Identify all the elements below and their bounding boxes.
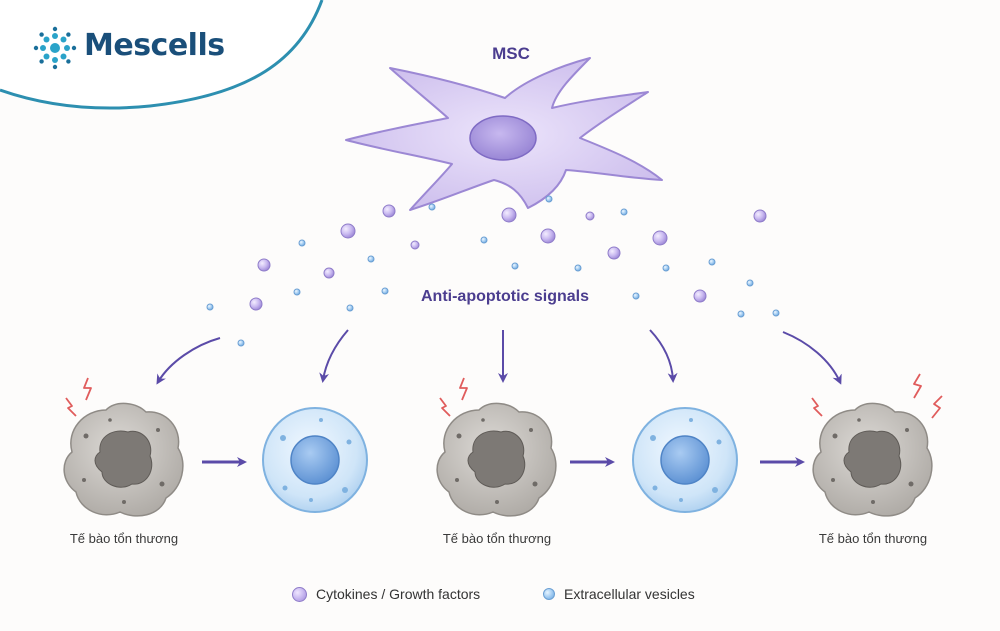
cytokine-particle [249,297,263,311]
vesicle-particle [237,339,245,347]
brand-wave-line [0,0,324,110]
vesicle-particle [746,279,754,287]
lightning-icon [913,373,922,399]
brand-name: Mescells [84,28,225,63]
vesicle-particle [772,309,780,317]
vesicle-particle [662,264,670,272]
legend-item-vesicles: Extracellular vesicles [543,584,695,604]
damage-lightning-icons [65,373,943,419]
purple-particle-icon [292,586,307,602]
vesicle-particle [511,262,519,270]
legend-label-vesicles: Extracellular vesicles [564,586,695,602]
lightning-icon [83,377,92,401]
signal-arrow-5 [782,331,842,385]
vesicle-particle [480,236,488,244]
vesicle-particle [545,195,553,203]
cytokine-particle [652,230,668,246]
cell-label-3: Tế bào tổn thương [818,531,928,546]
lightning-icon [65,397,77,417]
signal-arrow-1 [156,337,221,385]
mescells-logo-icon [33,26,77,70]
cytokine-particle [340,223,356,239]
vesicle-particle [737,310,745,318]
healthy-cell-icon [262,407,368,513]
cytokine-particle [607,246,621,260]
vesicle-particle [428,203,436,211]
msc-cell-icon [345,57,663,211]
msc-label: MSC [492,44,530,63]
cytokine-particle [501,207,517,223]
healthy-cell-icon [632,407,738,513]
brand-wave-shape [0,0,322,109]
vesicle-particle [708,258,716,266]
vesicle-particle [574,264,582,272]
vesicle-particle [346,304,354,312]
lightning-icon [439,397,451,417]
damaged-cell-icon [812,402,933,517]
blue-vesicle-icon [543,588,555,600]
lightning-icon [811,397,823,417]
lightning-icon [931,395,943,419]
cytokine-particle [693,289,707,303]
signal-arrow-4 [649,329,678,383]
signal-arrows [156,329,842,385]
signal-arrow-2 [319,329,349,383]
vesicle-particle [632,292,640,300]
damaged-cell-icon [436,402,557,517]
signals-label: Anti-apoptotic signals [421,288,589,305]
damaged-cell-icon [63,402,184,517]
cytokine-particle [257,258,271,272]
legend-label-cytokines: Cytokines / Growth factors [316,586,481,602]
cytokine-particle [323,267,335,279]
vesicle-particle [381,287,389,295]
vesicle-particle [293,288,301,296]
cell-label-1: Tế bào tổn thương [69,531,179,546]
cell-label-2: Tế bào tổn thương [442,531,552,546]
cytokine-particle [410,240,420,250]
cytokine-particle [540,228,556,244]
vesicle-particle [298,239,306,247]
cytokine-particle [585,211,595,221]
cytokine-particle [753,209,767,223]
legend-item-cytokines: Cytokines / Growth factors [292,584,480,604]
vesicle-particle [620,208,628,216]
vesicle-particle [206,303,214,311]
cytokine-particle [382,204,396,218]
lightning-icon [459,377,468,401]
secreted-particles [206,195,780,347]
vesicle-particle [367,255,375,263]
